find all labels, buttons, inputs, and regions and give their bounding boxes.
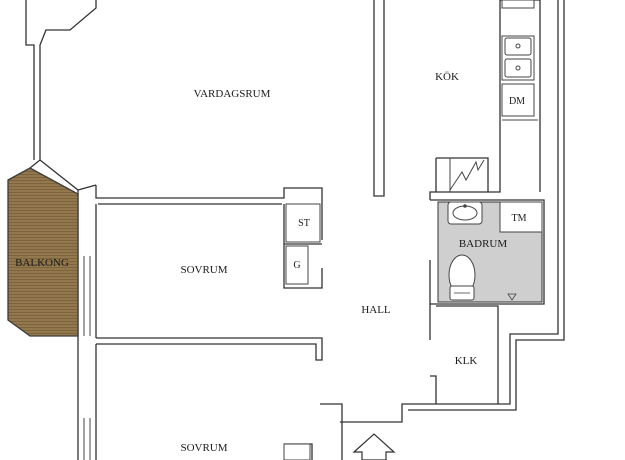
label-kok: KÖK [435, 71, 459, 83]
up-arrow-icon [352, 433, 396, 460]
label-hall: HALL [361, 304, 391, 316]
label-dm: DM [509, 96, 525, 107]
closet-g [285, 245, 309, 285]
label-badrum: BADRUM [459, 238, 508, 250]
label-g: G [293, 260, 300, 271]
double-sink-icon [501, 35, 535, 81]
window-left [83, 256, 91, 336]
label-klk: KLK [455, 355, 478, 367]
dishwasher-box [501, 83, 535, 117]
stove-top [501, 0, 535, 9]
wall-klk [429, 304, 499, 404]
wall-right-exterior-inner [408, 0, 565, 411]
wall-top-left [29, 0, 97, 169]
wall-kitchen-counter [500, 0, 541, 192]
washer-box [499, 201, 543, 233]
toilet-icon [448, 254, 476, 301]
drain-icon [507, 293, 517, 301]
wall-top-left-inner [25, 0, 35, 160]
stair-zigzag-icon [449, 158, 485, 192]
label-sovrum-1: SOVRUM [180, 264, 227, 276]
closet-st [285, 203, 321, 243]
wall-bedroom1-bottom [96, 337, 323, 361]
walls [25, 0, 565, 460]
wall-stair-block [435, 157, 489, 192]
wall-bedroom2-door [320, 403, 343, 460]
label-tm: TM [512, 213, 527, 224]
label-vardagsrum: VARDAGSRUM [194, 88, 271, 100]
wall-living-divider [373, 0, 385, 197]
closet-bedroom2 [283, 443, 311, 460]
label-sovrum-2: SOVRUM [180, 442, 227, 454]
wall-right-exterior [340, 0, 559, 423]
label-st: ST [298, 218, 310, 229]
window-left-lower [83, 418, 91, 460]
wall-bathroom [429, 199, 545, 305]
balcony-area [7, 167, 79, 337]
washbasin-icon [447, 201, 483, 225]
label-balkong: BALKONG [15, 257, 69, 269]
wall-bedroom1-top [95, 185, 323, 240]
wall-kitchen-right [429, 0, 501, 200]
wall-closet [283, 204, 323, 289]
